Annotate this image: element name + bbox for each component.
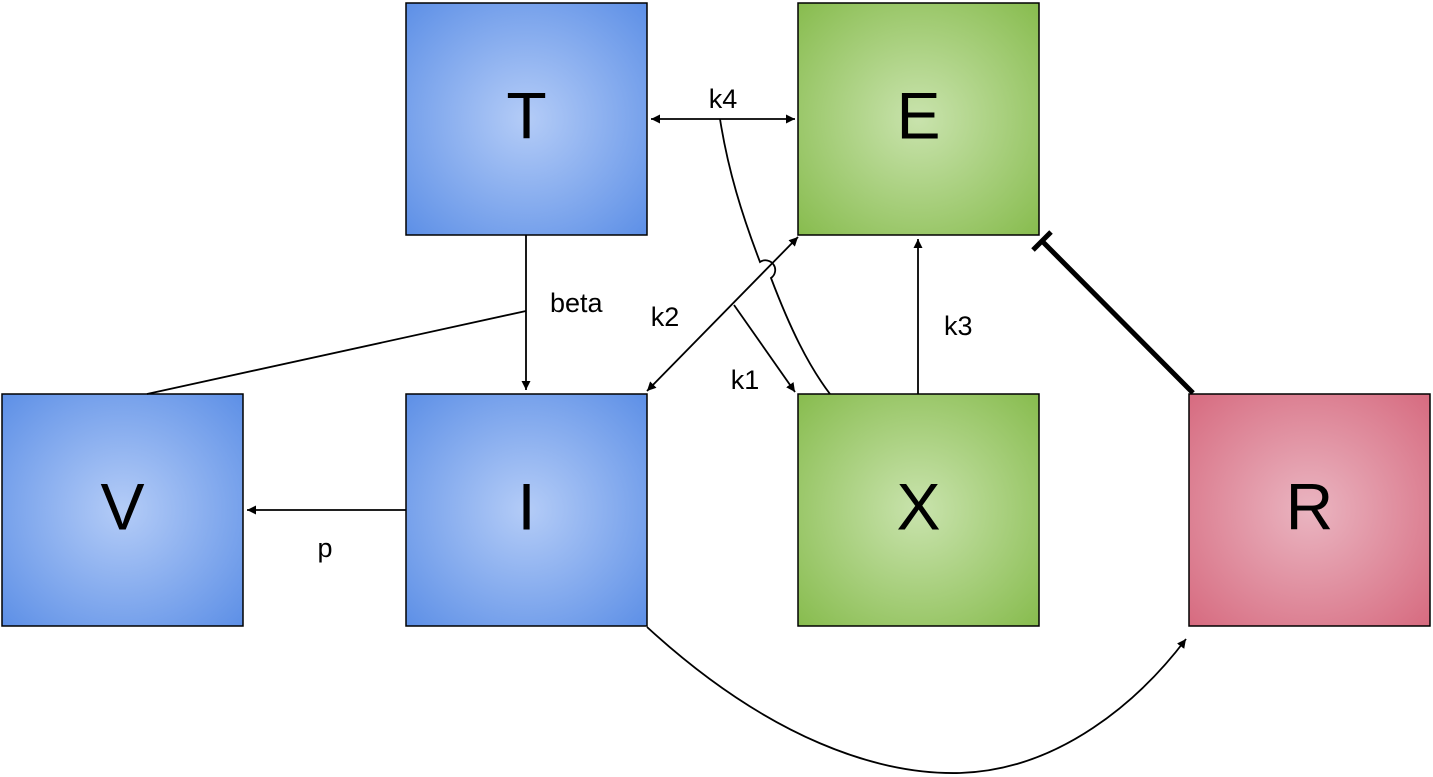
node-r-label: R [1286, 469, 1334, 543]
edge-k2[interactable]: k2 [646, 236, 799, 392]
edge-beta-modifier-line [146, 310, 527, 395]
node-v-box [1, 393, 244, 627]
edge-p-label: p [317, 533, 332, 563]
node-t-box [405, 2, 648, 236]
edge-activation-curve [646, 626, 1187, 774]
node-e-box [797, 2, 1040, 236]
edge-beta-label: beta [550, 288, 604, 318]
node-i-box [405, 393, 648, 627]
node-v[interactable]: V [1, 393, 244, 627]
edge-p[interactable]: p [247, 505, 406, 563]
node-e-label: E [896, 78, 940, 152]
node-t-label: T [506, 78, 546, 152]
node-x-box [797, 393, 1040, 627]
edge-k3[interactable]: k3 [913, 239, 973, 394]
edge-k1[interactable]: k1 [731, 304, 796, 395]
node-v-label: V [100, 469, 144, 543]
edge-k1-line [733, 304, 796, 393]
edge-inhibition-r-e[interactable] [1031, 230, 1195, 395]
node-x[interactable]: X [797, 393, 1040, 627]
node-e[interactable]: E [797, 2, 1040, 236]
edge-k2-label: k2 [651, 302, 680, 332]
edge-k2-line [646, 236, 799, 392]
edge-beta[interactable]: beta [146, 235, 604, 395]
edge-k1-label: k1 [731, 365, 760, 395]
edge-inhibition-line [1040, 239, 1195, 395]
node-i-label: I [517, 469, 535, 543]
edge-activation-i-r[interactable] [646, 626, 1187, 774]
node-x-label: X [896, 469, 940, 543]
node-i[interactable]: I [405, 393, 648, 627]
node-r[interactable]: R [1188, 393, 1431, 627]
edge-inhibition-bar [1031, 230, 1053, 252]
edge-k3-label: k3 [944, 311, 973, 341]
edge-k4-label: k4 [709, 84, 738, 114]
node-r-box [1188, 393, 1431, 627]
node-t[interactable]: T [405, 2, 648, 236]
